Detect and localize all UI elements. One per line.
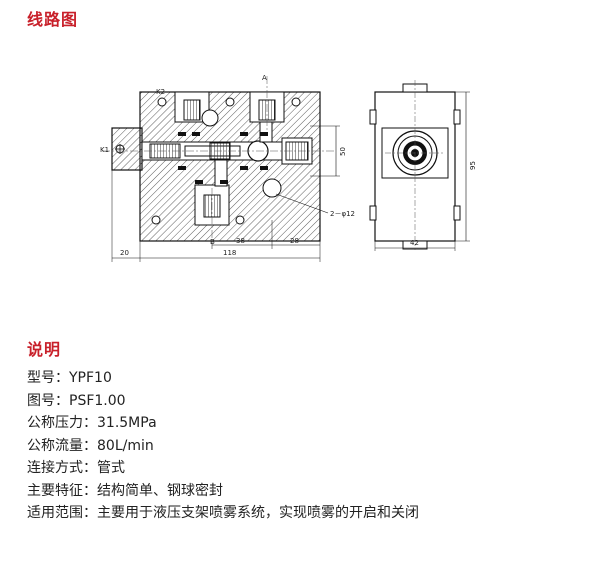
dim-20: 20	[120, 249, 129, 257]
spec-flow: 公称流量：80L/min	[27, 437, 154, 454]
description-heading: 说明	[27, 340, 62, 359]
dim-118: 118	[223, 249, 236, 257]
valve-drawing: A B K1 K2 2－φ12 50 38 28 20 118	[100, 74, 477, 262]
spec-connection: 连接方式：管式	[27, 460, 125, 476]
port-k2-label: K2	[156, 88, 165, 96]
port-b-label: B	[210, 238, 215, 246]
side-view: 42 95	[369, 80, 477, 251]
dim-50: 50	[339, 147, 347, 156]
dim-42: 42	[410, 239, 419, 247]
spec-features: 主要特征：结构简单、钢球密封	[27, 482, 223, 499]
front-section-view: A B K1 K2 2－φ12 50 38 28 20 118	[100, 74, 355, 262]
dim-38: 38	[236, 237, 245, 245]
spec-application: 适用范围：主要用于液压支架喷雾系统，实现喷雾的开启和关闭	[27, 505, 419, 521]
diagram-heading: 线路图	[27, 10, 79, 29]
spec-pressure: 公称压力：31.5MPa	[27, 415, 157, 431]
dim-95: 95	[469, 161, 477, 170]
spec-model: 型号：YPF10	[27, 370, 112, 386]
hole-note-label: 2－φ12	[330, 210, 355, 218]
port-k1-label: K1	[100, 146, 109, 154]
dim-28: 28	[290, 237, 299, 245]
spec-list: 型号：YPF10 图号：PSF1.00 公称压力：31.5MPa 公称流量：80…	[27, 367, 587, 525]
port-a-label: A	[262, 74, 267, 82]
spec-drawing-no: 图号：PSF1.00	[27, 392, 126, 409]
